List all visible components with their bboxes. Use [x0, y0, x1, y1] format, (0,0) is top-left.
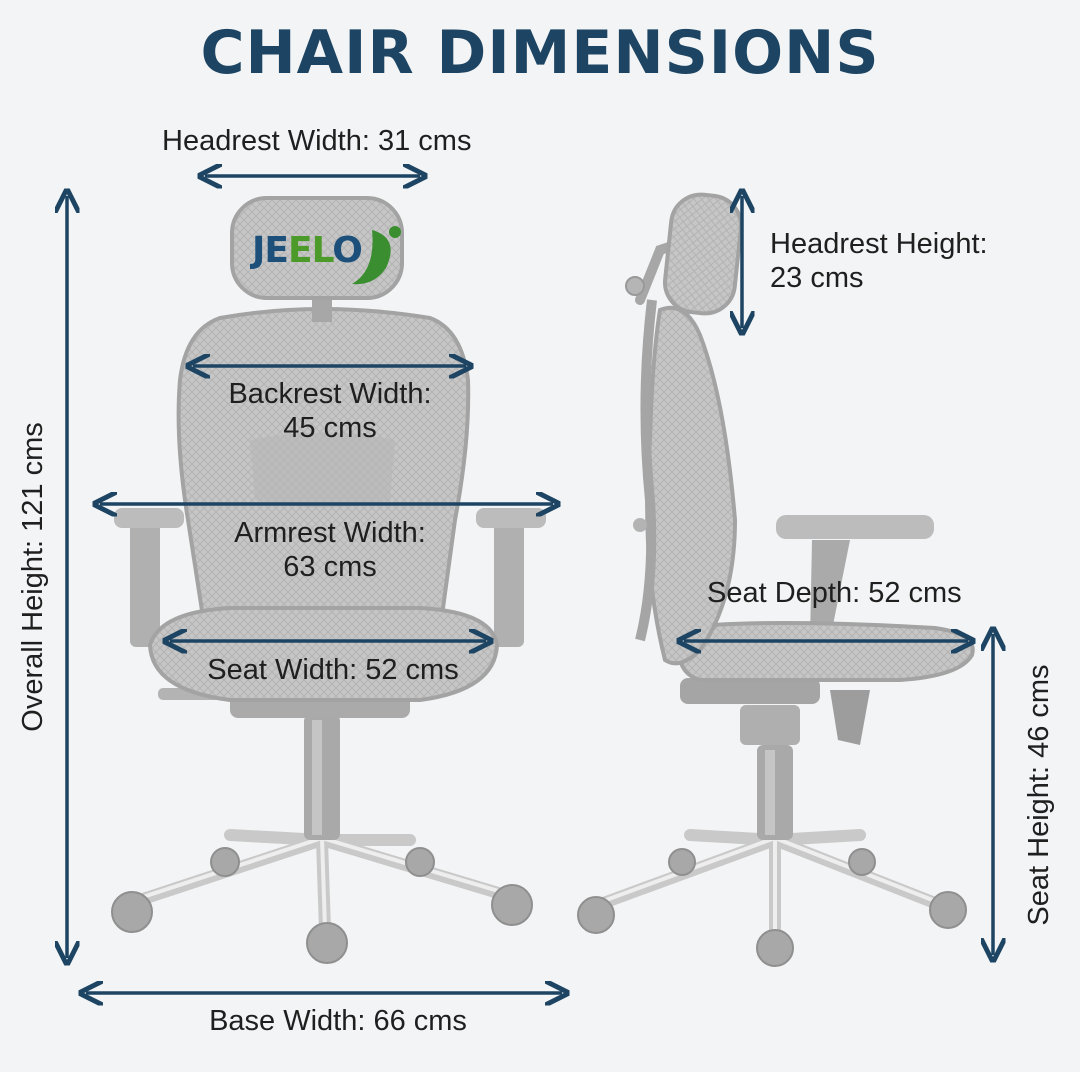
backrest-width-label-line1: Backrest Width: — [228, 378, 432, 410]
dimension-arrows — [67, 176, 993, 993]
seat-width-label: Seat Width: 52 cms — [207, 654, 459, 686]
headrest-height-label-line1: Headrest Height: — [770, 228, 988, 260]
logo-text-c: O — [332, 230, 363, 271]
logo-text-a: JE — [252, 230, 289, 271]
logo-text-b: EL — [288, 230, 333, 271]
seat-depth-label: Seat Depth: 52 cms — [707, 577, 962, 609]
seat-height-label: Seat Height: 46 cms — [1023, 664, 1055, 926]
overall-height-label: Overall Height: 121 cms — [17, 422, 49, 732]
headrest-height-label-line2: 23 cms — [770, 262, 864, 294]
front-view-chair — [111, 196, 546, 964]
backrest-width-label-line2: 45 cms — [283, 412, 377, 444]
base-width-label: Base Width: 66 cms — [209, 1005, 467, 1037]
brand-logo: JEELO — [252, 230, 363, 271]
headrest-width-label: Headrest Width: 31 cms — [162, 125, 472, 157]
armrest-width-label-line1: Armrest Width: — [234, 517, 426, 549]
page-title: CHAIR DIMENSIONS — [200, 18, 880, 88]
armrest-width-label-line2: 63 cms — [283, 551, 377, 583]
